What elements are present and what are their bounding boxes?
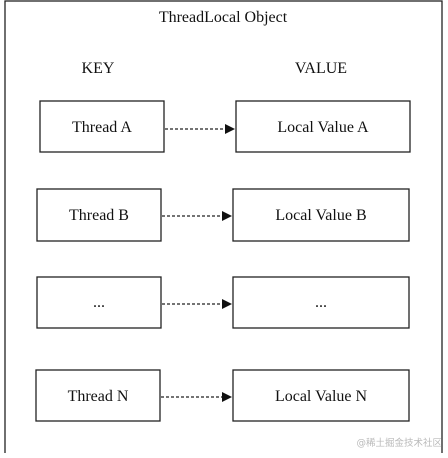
key-box	[36, 276, 162, 329]
value-box	[232, 188, 410, 242]
value-column-header: VALUE	[295, 60, 347, 77]
value-box	[235, 100, 411, 153]
key-label: Thread A	[72, 119, 132, 136]
key-box	[35, 369, 161, 422]
value-box	[232, 276, 410, 329]
key-label: ...	[93, 294, 105, 311]
key-label: Thread B	[69, 207, 129, 224]
value-label: Local Value B	[275, 207, 366, 224]
value-label: ...	[315, 294, 327, 311]
map-entry-row: Thread B Local Value B	[36, 188, 410, 242]
key-box	[39, 100, 165, 153]
key-label: Thread N	[68, 388, 129, 405]
map-entry-row: Thread N Local Value N	[35, 369, 410, 422]
key-column-header: KEY	[82, 60, 115, 77]
value-label: Local Value A	[277, 119, 369, 136]
watermark-text: @稀土掘金技术社区	[356, 437, 442, 449]
value-box	[232, 369, 410, 422]
diagram-title: ThreadLocal Object	[159, 9, 288, 26]
map-entry-row: Thread A Local Value A	[39, 100, 411, 153]
value-label: Local Value N	[275, 388, 368, 405]
key-box	[36, 188, 162, 242]
map-entry-row: ... ...	[36, 276, 410, 329]
